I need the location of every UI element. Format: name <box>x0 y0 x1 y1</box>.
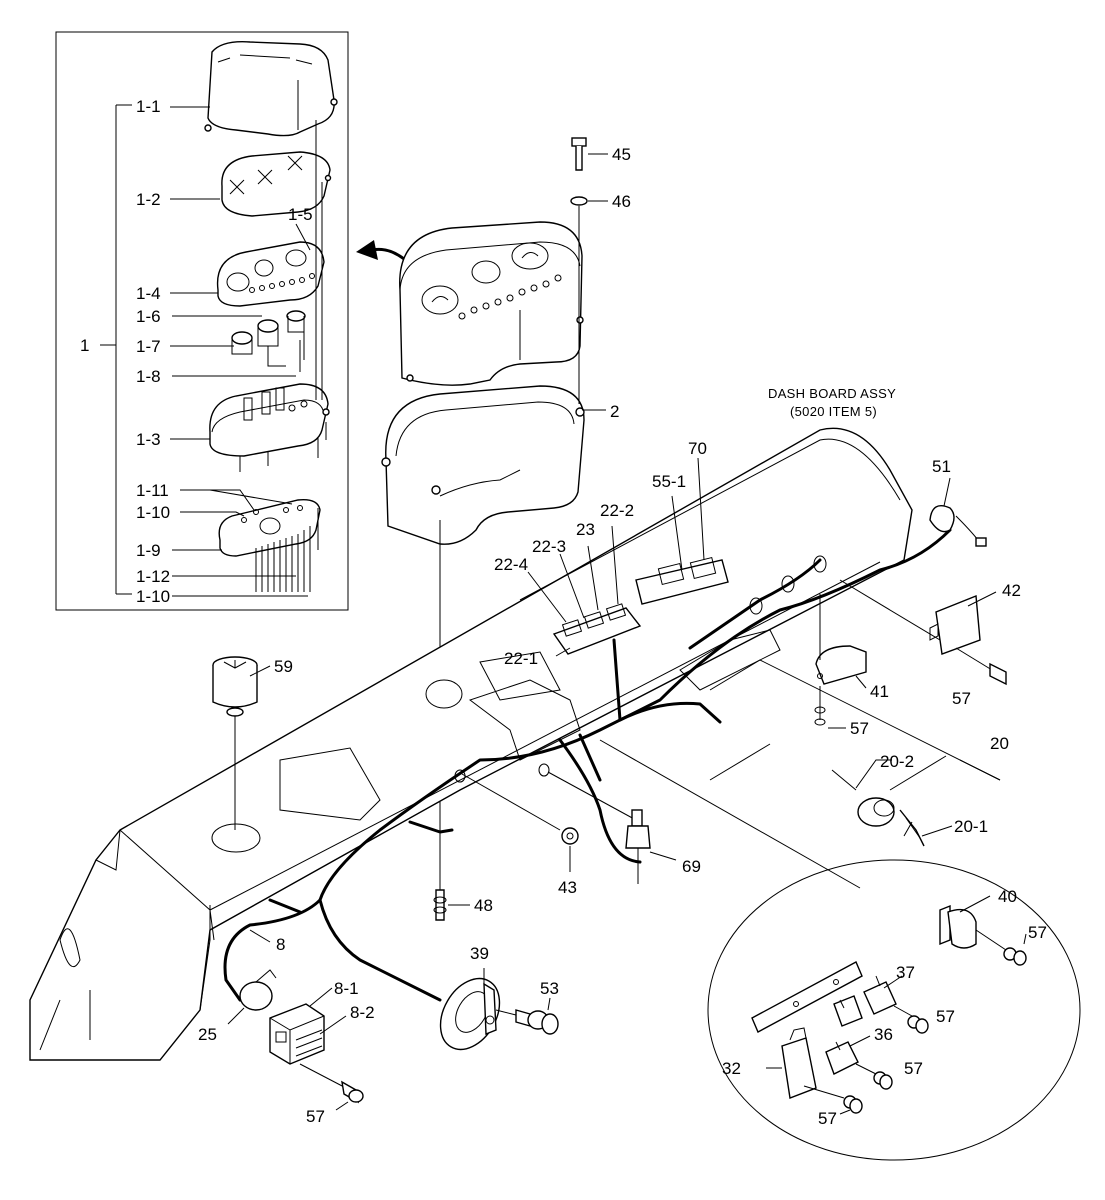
callout-20-2: 20-2 <box>880 752 914 771</box>
callout-32: 32 <box>722 1059 741 1078</box>
callout-1-11: 1-11 <box>136 481 169 500</box>
callout-46: 46 <box>612 192 631 211</box>
part-1-1-cover <box>204 41 338 137</box>
callout-1: 1 <box>80 336 89 355</box>
callout-53: 53 <box>540 979 559 998</box>
callout-39: 39 <box>470 944 489 963</box>
callout-57-f: 57 <box>904 1059 923 1078</box>
relay-detail-callout: 40 57 37 57 36 57 32 57 <box>707 859 1081 1161</box>
callout-1-7: 1-7 <box>136 337 161 356</box>
callout-57-a: 57 <box>952 689 971 708</box>
part-69-sensor: 69 <box>547 771 701 884</box>
callout-41: 41 <box>870 682 889 701</box>
callout-1-9: 1-9 <box>136 541 161 560</box>
part-1-3-housing <box>209 383 330 472</box>
callout-59: 59 <box>274 657 293 676</box>
callout-8-1: 8-1 <box>334 979 359 998</box>
gauge-components <box>231 310 306 372</box>
callout-40: 40 <box>998 887 1017 906</box>
callout-57-c: 57 <box>306 1107 325 1126</box>
instrument-cluster-assembled <box>381 221 585 900</box>
callout-42: 42 <box>1002 581 1021 600</box>
callout-1-3: 1-3 <box>136 430 161 449</box>
callout-55-1: 55-1 <box>652 472 686 491</box>
callout-20: 20 <box>990 734 1009 753</box>
callout-45: 45 <box>612 145 631 164</box>
part-48-screw: 48 <box>433 889 493 921</box>
part-1-2-lens <box>221 151 332 217</box>
callout-1-5: 1-5 <box>288 205 313 224</box>
callout-25: 25 <box>198 1025 217 1044</box>
part-59-gauge: 59 <box>212 656 293 830</box>
callout-8: 8 <box>276 935 285 954</box>
callout-69: 69 <box>682 857 701 876</box>
callout-51: 51 <box>932 457 951 476</box>
assembly-title-line1: DASH BOARD ASSY <box>768 386 896 401</box>
switch-panels: 22-4 22-3 23 22-2 55-1 70 22-1 <box>494 439 729 668</box>
callout-57-e: 57 <box>936 1007 955 1026</box>
callout-8-2: 8-2 <box>350 1003 375 1022</box>
part-51-clamp: 51 <box>929 457 987 547</box>
callout-1-4: 1-4 <box>136 284 161 303</box>
inset-panel: 1 1-1 1-2 1-5 1-4 1-6 1-7 1-8 1-3 1-11 1… <box>55 31 349 611</box>
callout-1-10-top: 1-10 <box>136 503 170 522</box>
callout-48: 48 <box>474 896 493 915</box>
callout-57-d: 57 <box>1028 923 1047 942</box>
part-20-ignition: 20-2 20 20-1 <box>599 659 1009 889</box>
callout-1-6: 1-6 <box>136 307 161 326</box>
callout-1-2: 1-2 <box>136 190 161 209</box>
callout-1-12: 1-12 <box>136 567 170 586</box>
callout-37: 37 <box>896 963 915 982</box>
callout-43: 43 <box>558 878 577 897</box>
part-41-buzzer: 41 57 <box>814 594 889 738</box>
screw-washer-45-46: 45 46 2 <box>570 137 631 421</box>
assembly-title-line2: (5020 ITEM 5) <box>790 404 877 419</box>
callout-22-1: 22-1 <box>504 649 538 668</box>
part-8-harness-branch: 8 25 8-1 8-2 57 <box>198 929 375 1126</box>
callout-23: 23 <box>576 520 595 539</box>
part-42-relay: 42 57 <box>839 579 1021 708</box>
callout-22-2: 22-2 <box>600 501 634 520</box>
callout-1-1: 1-1 <box>136 97 161 116</box>
callout-1-10-bottom: 1-10 <box>136 587 170 606</box>
callout-70: 70 <box>688 439 707 458</box>
callout-2: 2 <box>610 402 619 421</box>
callout-57-g: 57 <box>818 1109 837 1128</box>
part-1-4-face-plate <box>216 241 325 307</box>
part-43-grommet: 43 <box>461 773 579 897</box>
part-39-horn: 39 53 <box>439 944 559 1051</box>
callout-1-8: 1-8 <box>136 367 161 386</box>
callout-57-b: 57 <box>850 719 869 738</box>
callout-36: 36 <box>874 1025 893 1044</box>
callout-20-1: 20-1 <box>954 817 988 836</box>
part-1-9-circuit-board <box>218 499 321 592</box>
callout-22-4: 22-4 <box>494 555 528 574</box>
callout-22-3: 22-3 <box>532 537 566 556</box>
